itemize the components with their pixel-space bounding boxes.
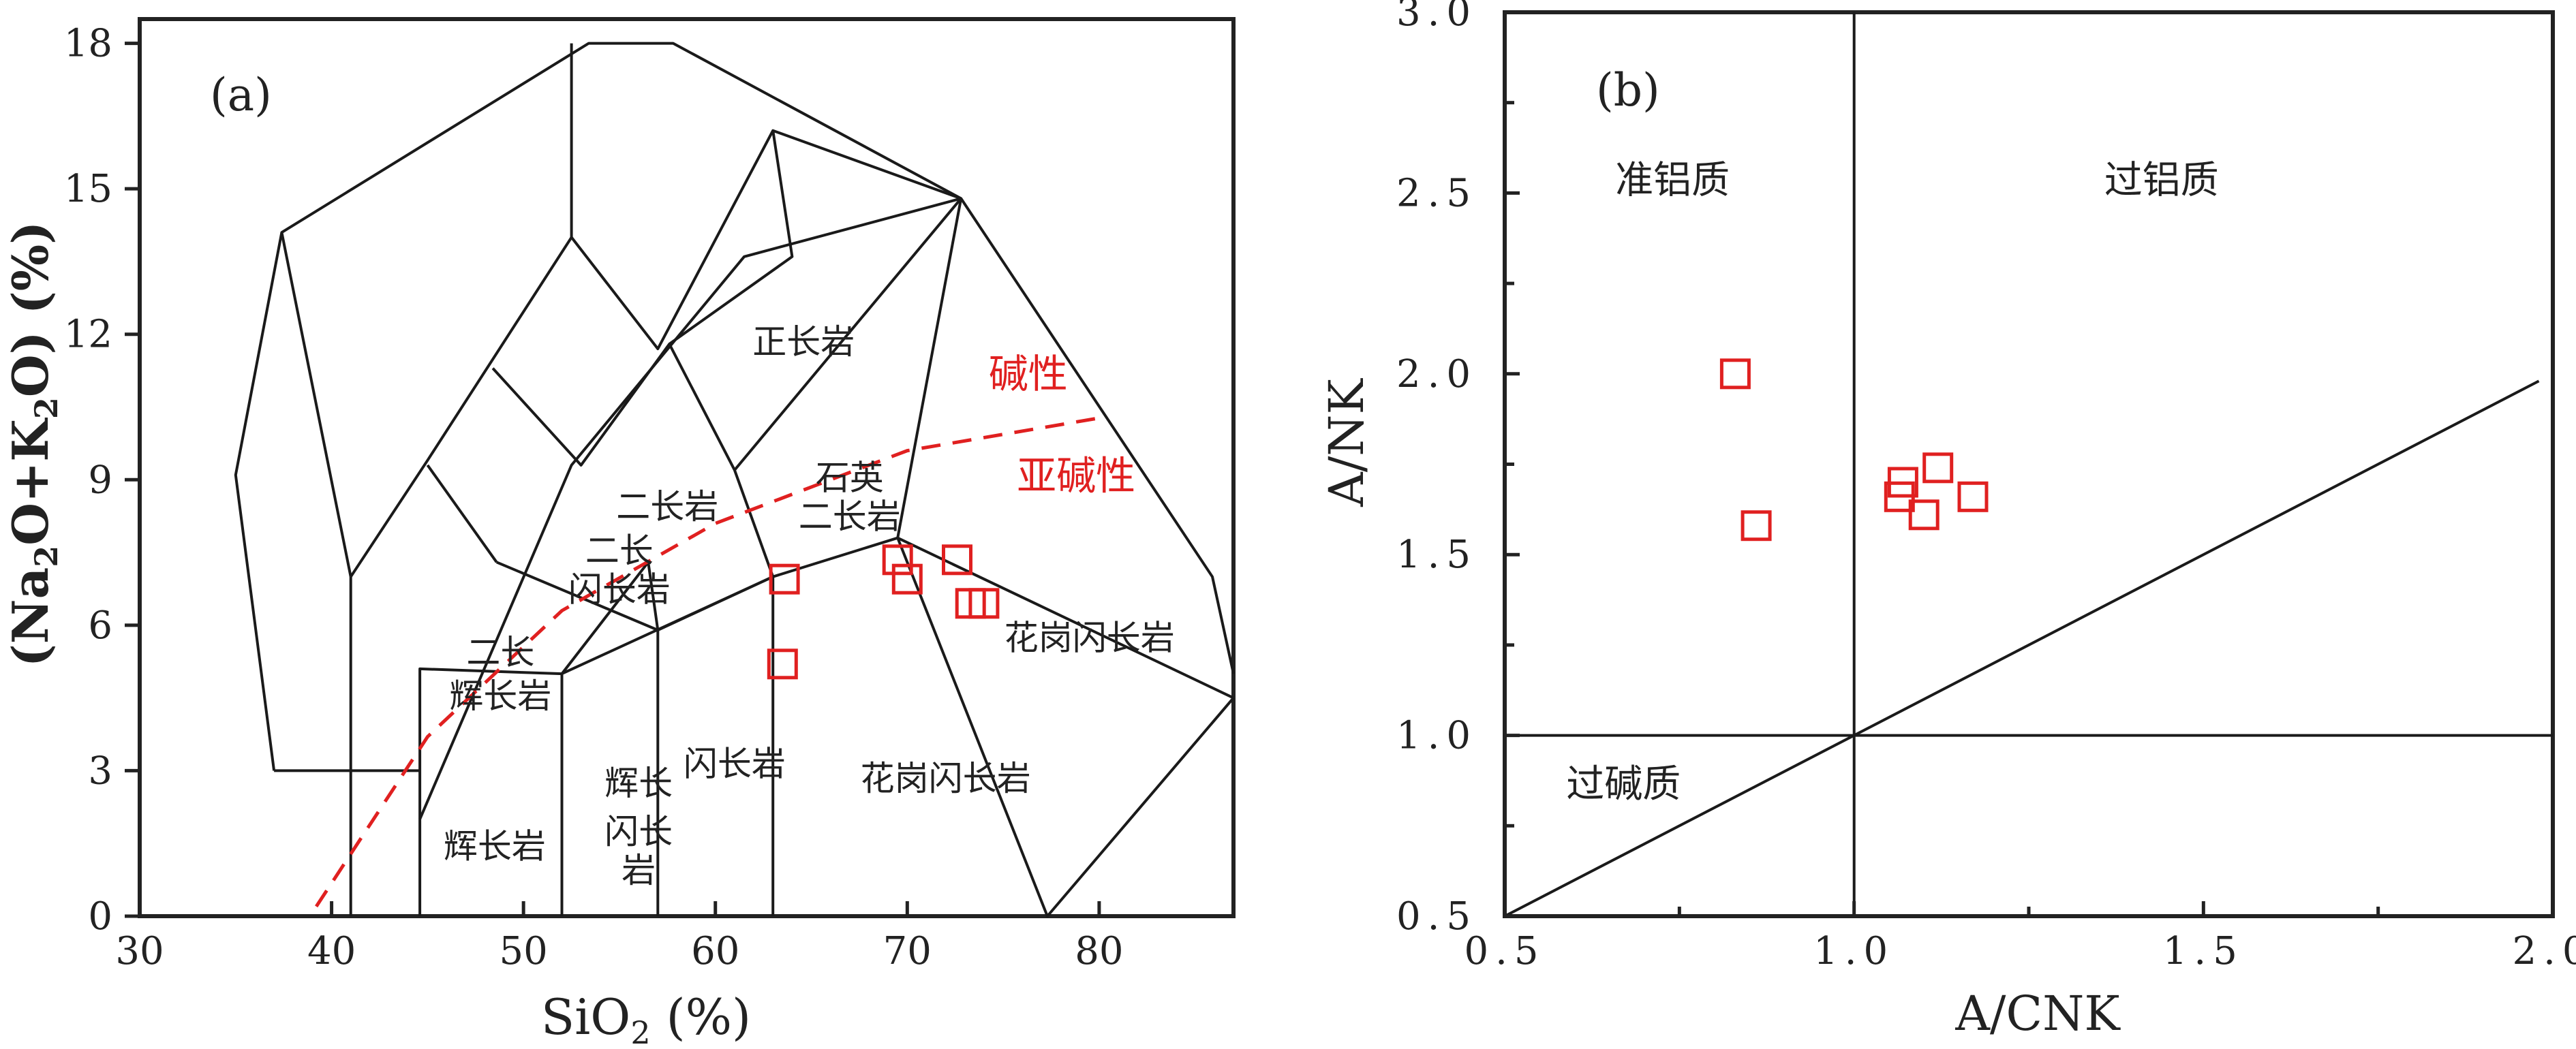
- panel-b-x-tick-label: 0.5: [1464, 929, 1545, 973]
- panel-a-frame: [138, 17, 1236, 918]
- panel-a-y-axis-title: (Na2O+K2O) (%): [1, 221, 65, 668]
- panel-a-data-point: [891, 563, 923, 595]
- panel-a-field-boundaries: [234, 42, 1235, 918]
- panel-a-x-tick-label: 60: [691, 929, 739, 973]
- panel-b-y-tick-label: 2.0: [1396, 352, 1477, 396]
- panel-b-data-point: [1922, 452, 1954, 484]
- panel-a-boundary-18: [669, 130, 794, 345]
- panel-b-field-boundaries: [1504, 12, 2553, 918]
- panel-a-alkaline-subalkaline-divider: [315, 415, 1107, 908]
- panel-a-boundary-2: [280, 232, 352, 578]
- panel-a-boundary-15: [733, 198, 962, 471]
- panel-b-field-name: 过碱质: [1566, 762, 1681, 807]
- panel-a-y-tick-label: 18: [64, 22, 112, 66]
- panel-a-boundary-9: [560, 561, 774, 675]
- panel-b-label: (b): [1596, 64, 1660, 116]
- panel-a-data-point: [968, 588, 1000, 619]
- panel-a-y-tick-label: 9: [88, 458, 112, 502]
- panel-a-series-label: 碱性: [989, 351, 1068, 397]
- panel-a-field-name: 正长岩: [752, 322, 855, 362]
- panel-a-y-ticks: 0 3 6 9 12 15 18: [64, 22, 140, 939]
- panel-a-x-tick-label: 40: [307, 929, 356, 973]
- panel-a-data-point: [767, 648, 798, 680]
- panel-b-boundary-2: [1504, 379, 2540, 918]
- panel-a-boundary-1: [234, 42, 1235, 771]
- panel-a-label: (a): [210, 69, 272, 121]
- panel-b-data-point: [1719, 358, 1751, 390]
- panel-a-y-tick-label: 0: [88, 894, 112, 939]
- panel-b-data-point: [1741, 510, 1772, 542]
- panel-a-field-name: 二长岩: [799, 497, 901, 537]
- panel-a-data-point: [769, 563, 800, 595]
- panel-a-tas-diagram: 正长岩石英二长岩二长岩二长闪长岩二长辉长岩辉长闪长岩辉长岩闪长岩花岗闪长岩花岗闪…: [1, 17, 1236, 1049]
- panel-a-x-axis-title: SiO2 (%): [541, 988, 751, 1049]
- panel-a-field-name: 闪长: [604, 812, 673, 851]
- panel-a-y-tick-label: 15: [64, 167, 112, 211]
- panel-b-field-name: 过铝质: [2104, 158, 2219, 202]
- panel-b-y-tick-label: 0.5: [1396, 894, 1477, 939]
- panel-b-y-tick-label: 3.0: [1396, 0, 1477, 35]
- panel-a-boundary-17: [897, 536, 1234, 700]
- panel-b-y-tick-label: 1.0: [1396, 714, 1477, 758]
- panel-b-field-name: 准铝质: [1615, 158, 1730, 202]
- panel-a-x-tick-label: 50: [500, 929, 548, 973]
- panel-a-data-points: [767, 544, 1000, 680]
- panel-a-y-tick-label: 12: [64, 313, 112, 357]
- panel-b-data-points: [1719, 358, 1989, 542]
- panel-a-field-name: 辉长岩: [444, 827, 546, 866]
- panel-a-y-tick-label: 6: [88, 604, 112, 648]
- panel-a-field-name: 二长岩: [616, 487, 718, 527]
- panel-b-x-axis-title: A/CNK: [1954, 986, 2121, 1042]
- panel-a-boundary-12: [495, 561, 659, 631]
- panel-b-data-point: [1957, 481, 1989, 512]
- panel-a-field-name: 二长: [585, 531, 654, 570]
- panel-a-field-name: 花岗闪长岩: [861, 759, 1031, 798]
- panel-b-data-point: [1908, 499, 1939, 531]
- panel-a-data-point: [882, 544, 913, 576]
- panel-b-x-tick-label: 1.0: [1813, 929, 1895, 973]
- panel-a-field-name: 石英: [816, 458, 884, 498]
- panel-a-y-tick-label: 3: [88, 749, 112, 793]
- panel-a-boundary-4: [350, 129, 962, 578]
- panel-b-data-point: [1887, 467, 1918, 498]
- panel-a-x-tick-label: 30: [115, 929, 164, 973]
- panel-b-y-tick-label: 1.5: [1396, 533, 1477, 577]
- panel-a-x-ticks: 30 40 50 60 70 80: [115, 901, 1124, 973]
- panel-a-field-name: 闪长岩: [568, 569, 671, 609]
- panel-b-y-axis-title: A/NK: [1319, 377, 1375, 507]
- panel-a-x-tick-label: 80: [1075, 929, 1123, 973]
- panel-b-x-tick-label: 2.0: [2512, 929, 2576, 973]
- panel-a-field-name: 辉长岩: [449, 676, 551, 716]
- panel-b-y-ticks: 0.5 1.0 1.5 2.0 2.5 3.0: [1396, 0, 1520, 939]
- panel-a-x-tick-label: 70: [883, 929, 932, 973]
- panel-a-boundary-16: [896, 198, 963, 539]
- panel-a-field-names: 正长岩石英二长岩二长岩二长闪长岩二长辉长岩辉长闪长岩辉长岩闪长岩花岗闪长岩花岗闪…: [444, 322, 1175, 890]
- panel-a-field-name: 花岗闪长岩: [1005, 619, 1175, 658]
- panel-a-data-point: [942, 544, 972, 576]
- panel-b-x-ticks: 0.5 1.0 1.5 2.0: [1464, 901, 2576, 973]
- panel-b-y-tick-label: 2.5: [1396, 171, 1477, 215]
- panel-a-field-name: 闪长岩: [684, 745, 786, 784]
- panel-a-field-name: 辉长: [604, 764, 673, 803]
- panel-a-series-label: 亚碱性: [1017, 453, 1135, 499]
- panel-a-boundary-7: [426, 464, 498, 563]
- panel-a-field-name: 岩: [622, 851, 656, 890]
- panel-b-x-tick-label: 1.5: [2163, 929, 2244, 973]
- panel-a-field-name: 二长: [466, 633, 534, 672]
